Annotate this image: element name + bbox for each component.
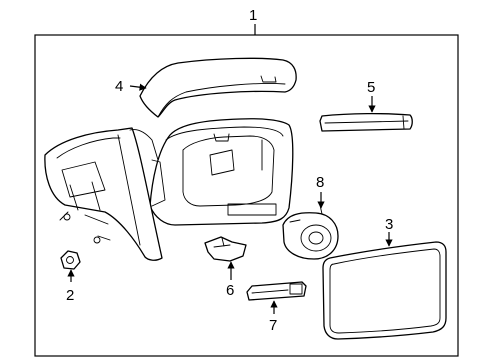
puddle-lamp (246, 281, 307, 301)
turn-signal-lamp (319, 112, 413, 132)
callout-7: 7 (269, 317, 277, 334)
mirror-glass (322, 241, 447, 340)
hex-nut (60, 250, 81, 270)
mounting-bracket (44, 127, 166, 261)
retainer-clip (204, 236, 247, 262)
callout-3: 3 (385, 216, 393, 233)
mirror-cover-cap (139, 57, 297, 118)
callout-2: 2 (66, 287, 74, 304)
mirror-housing (149, 118, 294, 226)
mirror-motor (282, 204, 339, 260)
callout-1: 1 (249, 7, 257, 24)
callout-4: 4 (115, 78, 123, 95)
leader-4 (129, 83, 147, 91)
assembly-frame (34, 34, 459, 357)
callout-5: 5 (367, 79, 375, 96)
callout-8: 8 (316, 174, 324, 191)
callout-6: 6 (226, 282, 234, 299)
